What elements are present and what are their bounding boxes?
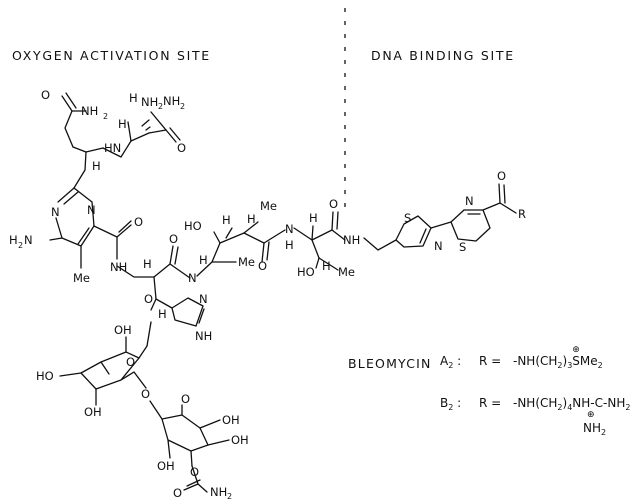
atom-label: O (134, 215, 143, 229)
atom-label: N (24, 233, 33, 247)
atom-label: NH (195, 329, 212, 343)
atom-label: NH (141, 95, 158, 109)
atom-label: O (173, 486, 182, 499)
bleomycin-label: BLEOMYCIN (348, 356, 432, 371)
bonds-pyrimidine (49, 169, 191, 300)
atom-label: S (459, 240, 466, 254)
atom-label: 2 (18, 241, 23, 250)
atom-label: 2 (227, 492, 232, 499)
atom-label: N (285, 222, 294, 236)
atom-label: NH (110, 260, 127, 274)
bonds-mannose (149, 400, 230, 493)
atom-label: O (141, 387, 150, 401)
atom-label: Me (260, 199, 277, 213)
atom-label: H (322, 259, 331, 273)
atom-label: N (434, 239, 443, 253)
bonds-threonine (293, 211, 346, 271)
bonds-top-left (61, 92, 181, 171)
variant-a2-label: A2 : (440, 354, 462, 370)
atom-label: 2 (180, 102, 185, 111)
r-group-b2-iminium: NH2 (583, 421, 607, 437)
atom-label: N (51, 205, 60, 219)
atom-label: NH (210, 485, 227, 499)
atom-label: H (247, 212, 256, 226)
atom-label: OH (222, 413, 240, 427)
atom-label: N (188, 271, 197, 285)
atom-label: O (329, 197, 338, 211)
atom-label: NH (343, 233, 360, 247)
atom-label: O (181, 392, 190, 406)
atom-label: H (199, 253, 208, 267)
bonds-bithiazole (363, 183, 517, 251)
atom-label: O (144, 292, 153, 306)
dna-binding-site-heading: DNA BINDING SITE (371, 48, 515, 63)
atom-label: H (285, 238, 294, 252)
atom-label: NH (81, 104, 98, 118)
atom-label: HO (297, 265, 315, 279)
atom-label: Me (73, 271, 90, 285)
atom-label: HO (36, 369, 54, 383)
atom-label: OH (114, 323, 132, 337)
atom-label: 2 (103, 112, 108, 121)
atom-label: OH (231, 433, 249, 447)
atom-label: O (169, 232, 178, 246)
atom-label: Me (338, 265, 355, 279)
atom-label: H (9, 233, 18, 247)
atom-label: H (309, 211, 318, 225)
atom-label: O (126, 355, 135, 369)
r-label-a2: R = (479, 354, 502, 368)
bonds-valerate (196, 221, 286, 277)
oxygen-activation-site-heading: OXYGEN ACTIVATION SITE (12, 48, 211, 63)
atom-label: N (465, 194, 474, 208)
atom-label: Me (238, 255, 255, 269)
atom-label: H (92, 159, 101, 173)
atom-label: OH (84, 405, 102, 419)
atom-label: O (190, 465, 199, 479)
atom-label: R (518, 207, 526, 221)
r-label-b2: R = (479, 396, 502, 410)
r-group-b2-charge: ⊕ (587, 410, 595, 420)
atom-label: N (199, 292, 208, 306)
atom-label: HO (184, 219, 202, 233)
atom-label: O (497, 169, 506, 183)
atom-label: O (177, 141, 186, 155)
atom-label: N (87, 203, 96, 217)
atom-label: H (158, 307, 167, 321)
atom-label: S (404, 211, 411, 225)
atom-label: H (143, 257, 152, 271)
atom-label: 2 (158, 102, 163, 111)
bonds-histidine (146, 297, 205, 347)
atom-label: H (222, 213, 231, 227)
atom-label: HN (104, 141, 121, 155)
r-group-b2: -NH(CH2)4NH-C-NH2 (513, 396, 630, 412)
variant-b2-label: B2 : (440, 396, 462, 412)
r-group-a2: -NH(CH2)3⊕SMe2 (513, 345, 603, 370)
atom-label: O (41, 88, 50, 102)
atom-label: H (129, 91, 138, 105)
atom-label: NH (163, 94, 180, 108)
bonds-gulose (59, 336, 148, 406)
atom-label: H (118, 117, 127, 131)
atom-label: O (258, 259, 267, 273)
atom-label: OH (157, 459, 175, 473)
